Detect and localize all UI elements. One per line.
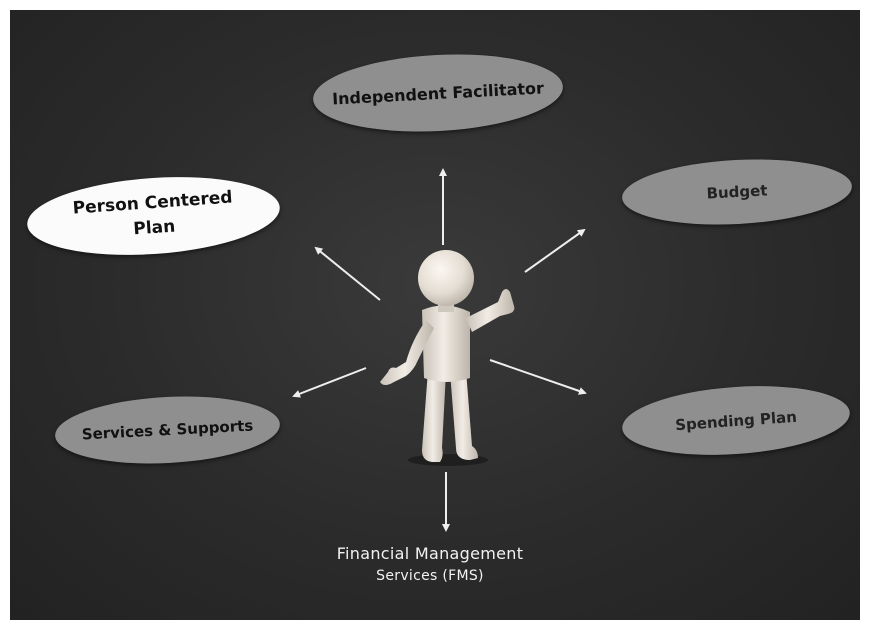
fms-label-line2: Services (FMS): [376, 568, 484, 584]
services-supports-label: Services & Supports: [81, 416, 254, 444]
diagram-slide: Independent Facilitator Person Centered …: [10, 10, 860, 620]
arrow-to-spending-plan: [489, 359, 587, 395]
connector-layer: [292, 168, 587, 532]
spending-plan-label: Spending Plan: [674, 407, 798, 434]
person-figure: [380, 250, 515, 466]
fms-node: Financial Management Services (FMS): [320, 542, 540, 587]
arrow-to-services-supports: [292, 367, 367, 398]
arrow-to-person-centered-plan: [314, 246, 381, 301]
independent-facilitator-label: Independent Facilitator: [331, 77, 545, 109]
budget-label: Budget: [706, 181, 768, 203]
fms-label-line1: Financial Management: [336, 544, 524, 563]
arrow-to-budget: [524, 228, 586, 273]
